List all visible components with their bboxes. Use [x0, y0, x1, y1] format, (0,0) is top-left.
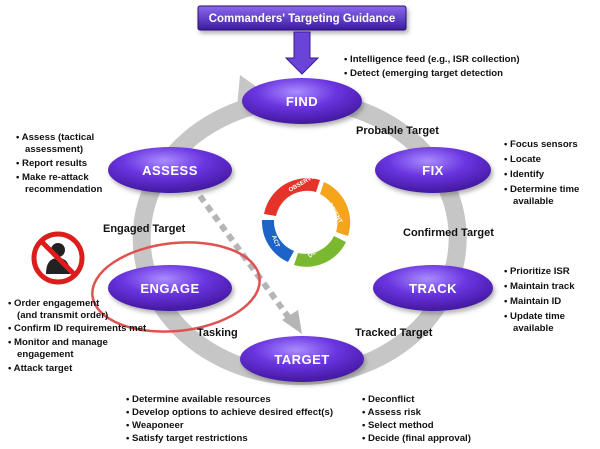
edge-engaged-target: Engaged Target [103, 223, 186, 235]
ooda-decide-segment [294, 236, 346, 267]
node-find-label: FIND [286, 94, 318, 109]
no-person-icon [31, 231, 85, 285]
assess-bullet-2: • Report results [16, 158, 87, 169]
ooda-act-segment [261, 220, 294, 262]
find-bullet-2: • Detect (emerging target detection [344, 68, 503, 79]
target-left-bullet-3: • Weaponeer [126, 420, 184, 431]
edge-confirmed-target: Confirmed Target [403, 227, 494, 239]
target-left-bullet-2: • Develop options to achieve desired eff… [126, 407, 333, 418]
engage-bullet-3-cont: engagement [17, 349, 74, 360]
edge-tasking: Tasking [197, 327, 238, 339]
node-target[interactable]: TARGET [240, 336, 364, 382]
fix-bullet-4-cont: available [513, 196, 554, 207]
fix-bullet-2: • Locate [504, 154, 541, 165]
edge-probable-target: Probable Target [356, 125, 439, 137]
node-assess[interactable]: ASSESS [108, 147, 232, 193]
assess-to-target-dashed-arrow [197, 194, 295, 324]
track-bullet-1: • Prioritize ISR [504, 266, 570, 277]
target-left-bullets: • Determine available resources • Develo… [126, 394, 333, 444]
ooda-observe-segment [264, 178, 320, 216]
assess-bullet-1: • Assess (tactical [16, 132, 94, 143]
fix-bullet-3: • Identify [504, 169, 545, 180]
node-assess-label: ASSESS [142, 163, 198, 178]
ooda-orient-segment [320, 182, 351, 236]
node-target-label: TARGET [274, 352, 329, 367]
track-bullet-4-cont: available [513, 323, 554, 334]
target-right-bullet-4: • Decide (final approval) [362, 433, 471, 444]
target-right-bullet-2: • Assess risk [362, 407, 422, 418]
fix-bullets: • Focus sensors • Locate • Identify • De… [504, 139, 579, 207]
track-bullet-4: • Update time [504, 311, 565, 322]
engage-highlight-ring [91, 241, 261, 333]
find-bullet-1: • Intelligence feed (e.g., ISR collectio… [344, 54, 520, 65]
engage-bullet-3: • Monitor and manage [8, 337, 108, 348]
target-right-bullets: • Deconflict • Assess risk • Select meth… [362, 394, 471, 444]
fix-bullet-1: • Focus sensors [504, 139, 578, 150]
guidance-label: Commanders' Targeting Guidance [209, 13, 396, 25]
target-left-bullet-1: • Determine available resources [126, 394, 271, 405]
target-right-bullet-1: • Deconflict [362, 394, 415, 405]
ooda-act-label: ACT [270, 235, 280, 249]
dashed-arrowhead [282, 310, 302, 334]
node-engage[interactable]: ENGAGE [108, 265, 232, 311]
node-find[interactable]: FIND [242, 78, 362, 124]
edge-tracked-target: Tracked Target [355, 327, 433, 339]
find-bullets: • Intelligence feed (e.g., ISR collectio… [344, 54, 520, 79]
guidance-box [197, 5, 407, 31]
ooda-loop: OBSERVE ORIENT DECIDE ACT [261, 174, 351, 267]
assess-bullet-1-cont: assessment) [25, 144, 83, 155]
target-left-bullet-4: • Satisfy target restrictions [126, 433, 248, 444]
engage-bullet-1: • Order engagement [8, 298, 100, 309]
track-bullets: • Prioritize ISR • Maintain track • Main… [504, 266, 575, 334]
engage-bullet-2: • Confirm ID requirements met [8, 323, 147, 334]
target-right-bullet-3: • Select method [362, 420, 434, 431]
assess-bullets: • Assess (tactical assessment) • Report … [16, 132, 102, 195]
assess-bullet-3-cont: recommendation [25, 184, 102, 195]
track-bullet-3: • Maintain ID [504, 296, 561, 307]
node-engage-label: ENGAGE [140, 281, 199, 296]
engage-bullets: • Order engagement (and transmit order) … [8, 298, 147, 374]
node-fix[interactable]: FIX [375, 147, 491, 193]
guidance-arrow [284, 31, 320, 75]
node-track[interactable]: TRACK [373, 265, 493, 311]
fix-bullet-4: • Determine time [504, 184, 579, 195]
engage-bullet-1-cont: (and transmit order) [17, 310, 108, 321]
node-track-label: TRACK [409, 281, 457, 296]
track-bullet-2: • Maintain track [504, 281, 575, 292]
assess-bullet-3: • Make re-attack [16, 172, 89, 183]
node-fix-label: FIX [422, 163, 444, 178]
engage-bullet-4: • Attack target [8, 363, 73, 374]
